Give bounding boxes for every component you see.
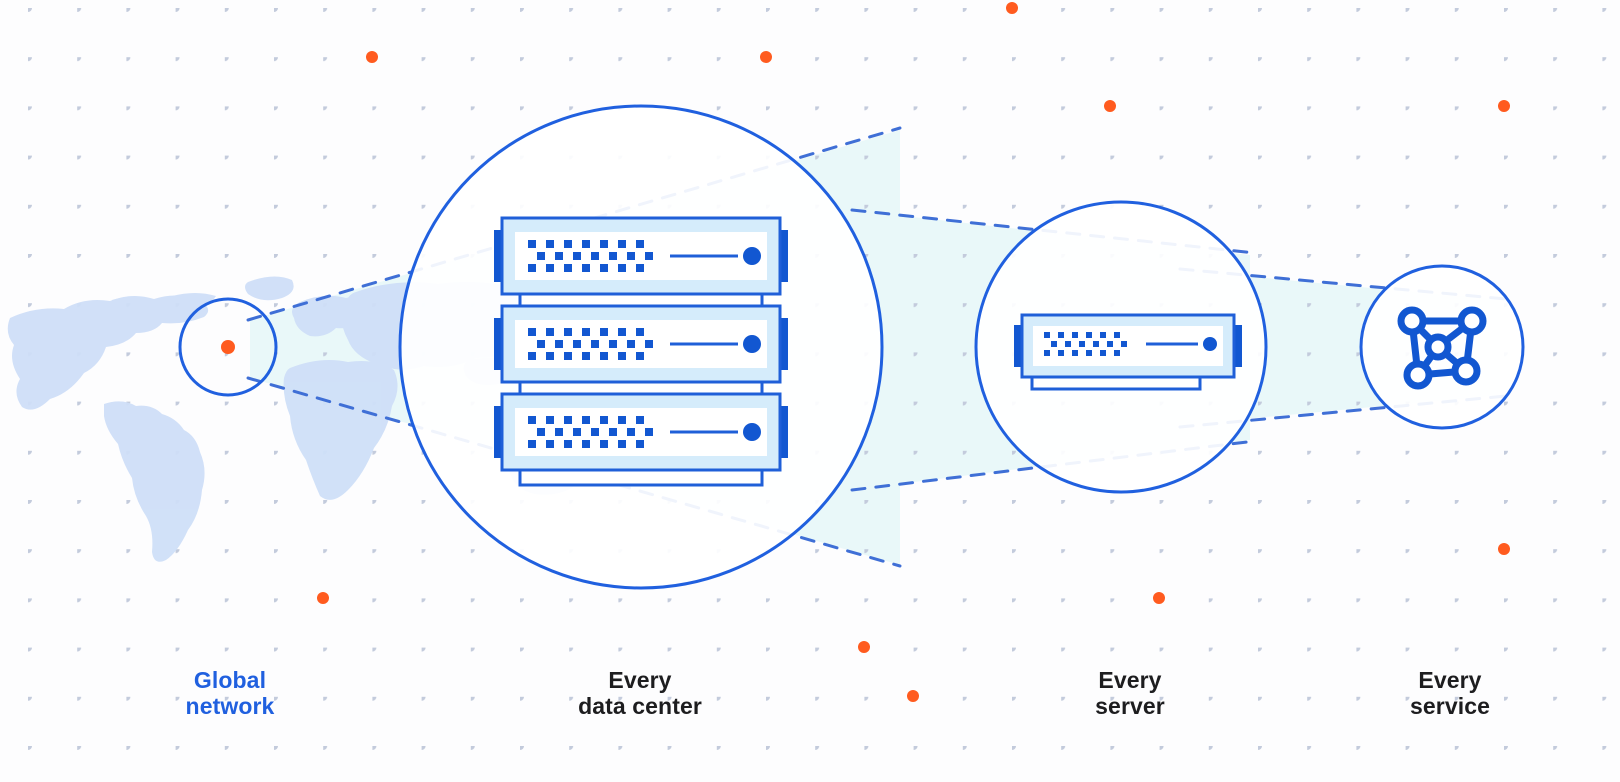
- stage-every-data-center[interactable]: [398, 104, 884, 590]
- stage-global-network[interactable]: [178, 297, 278, 397]
- global-network-circle: [178, 297, 278, 397]
- stage-every-service[interactable]: [1359, 264, 1525, 430]
- highlight-dots: [317, 2, 1510, 702]
- server-rack-icon: [492, 216, 790, 487]
- network-nodes-icon: [1397, 306, 1487, 390]
- server-unit-icon: [1012, 313, 1244, 391]
- global-network-marker-dot: [221, 340, 235, 354]
- stage-every-server[interactable]: [974, 200, 1268, 494]
